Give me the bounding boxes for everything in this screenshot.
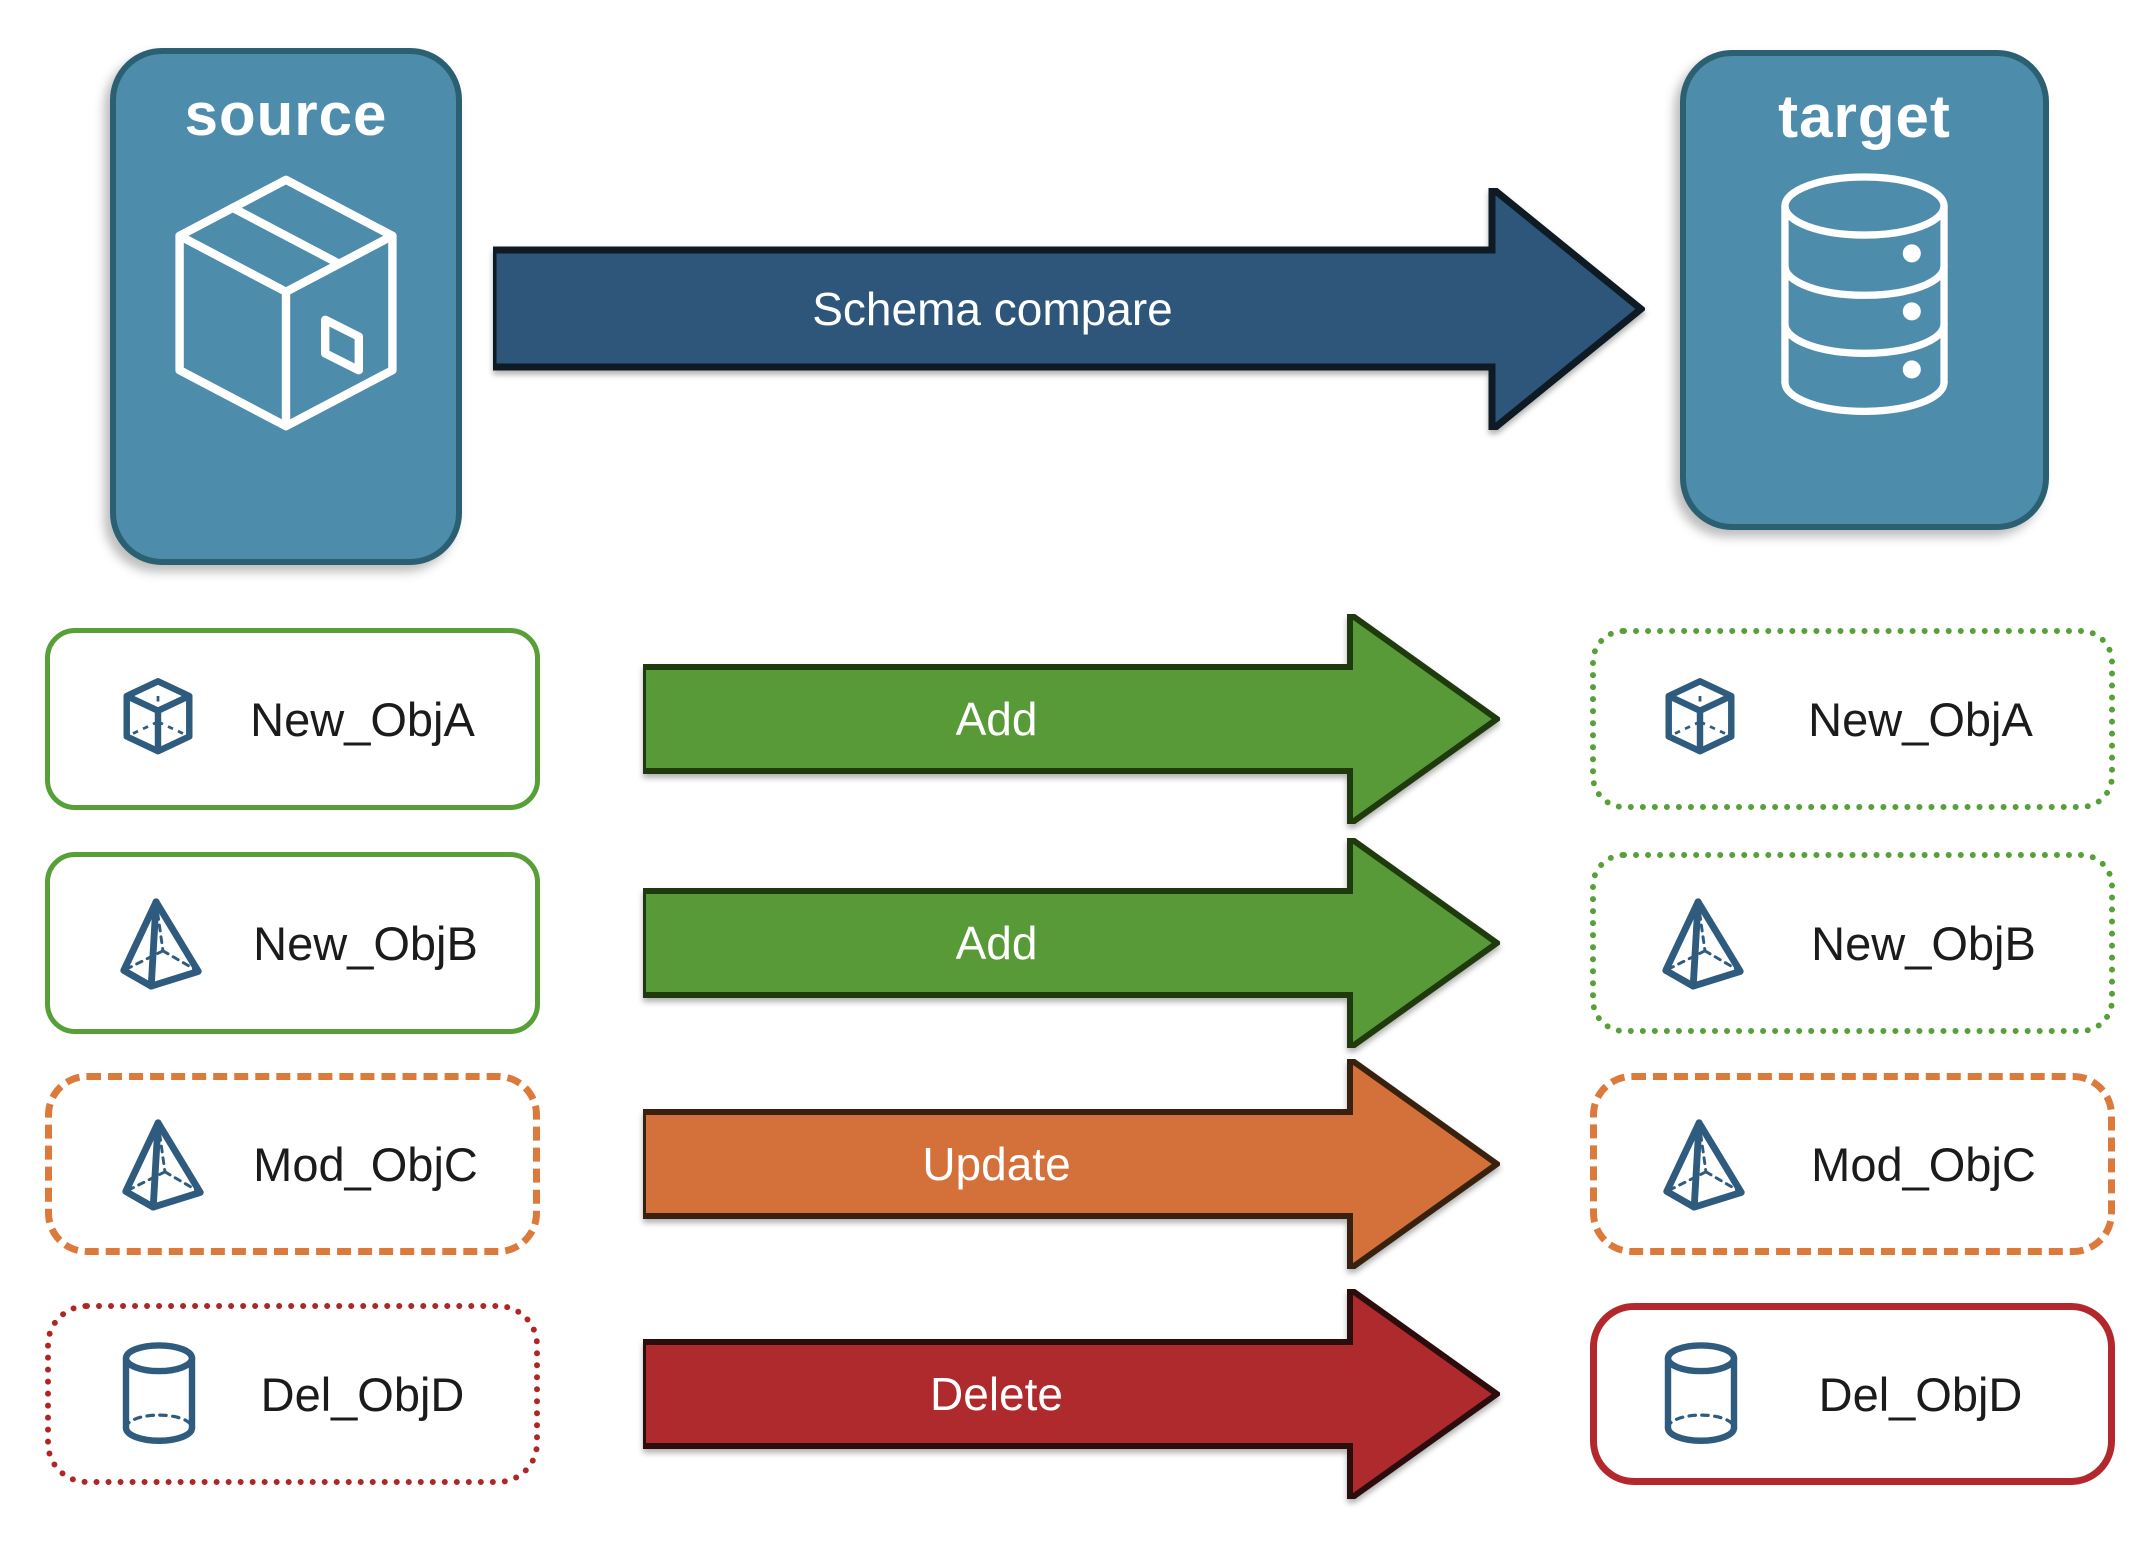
- delete-arrow-label: Delete: [930, 1368, 1063, 1420]
- right-arrow-shape: [643, 1289, 1500, 1499]
- right-arrow-shape: [493, 188, 1645, 430]
- right-arrow-shape: [643, 614, 1500, 824]
- source-node: source: [110, 48, 462, 565]
- target-object-mod-objc: Mod_ObjC: [1590, 1073, 2115, 1255]
- cube-icon: [112, 673, 204, 765]
- source-object-new-obja: New_ObjA: [45, 628, 540, 810]
- source-title: source: [184, 81, 388, 148]
- pyramid-icon: [1654, 894, 1752, 992]
- update-arrow-label: Update: [922, 1138, 1071, 1190]
- object-label: New_ObjA: [250, 692, 475, 746]
- add-arrow-label: Add: [955, 693, 1038, 745]
- package-icon: [146, 163, 426, 471]
- cube-icon: [1654, 673, 1746, 765]
- object-label: New_ObjB: [1811, 916, 2036, 970]
- add-arrow-row2: Add: [643, 838, 1500, 1048]
- object-label: Del_ObjD: [260, 1367, 465, 1421]
- cylinder-icon: [113, 1339, 205, 1449]
- target-object-new-obja: New_ObjA: [1590, 628, 2115, 810]
- object-label: New_ObjA: [1808, 692, 2033, 746]
- pyramid-icon: [112, 894, 210, 992]
- schema-compare-arrow: Schema compare: [493, 188, 1645, 430]
- target-object-del-objd: Del_ObjD: [1590, 1303, 2115, 1485]
- object-label: Mod_ObjC: [1811, 1137, 2036, 1191]
- pyramid-icon: [1655, 1115, 1753, 1213]
- pyramid-icon: [114, 1115, 212, 1213]
- object-label: Del_ObjD: [1818, 1367, 2023, 1421]
- source-object-new-objb: New_ObjB: [45, 852, 540, 1034]
- database-icon: [1757, 165, 1972, 432]
- object-label: New_ObjB: [253, 916, 478, 970]
- source-object-del-objd: Del_ObjD: [45, 1303, 540, 1485]
- add-arrow-row1: Add: [643, 614, 1500, 824]
- target-node: target: [1680, 50, 2049, 530]
- add-arrow-label: Add: [955, 917, 1038, 969]
- schema-compare-label: Schema compare: [812, 282, 1173, 335]
- update-arrow: Update: [643, 1059, 1500, 1269]
- object-label: Mod_ObjC: [253, 1137, 478, 1191]
- right-arrow-shape: [643, 838, 1500, 1048]
- source-object-mod-objc: Mod_ObjC: [45, 1073, 540, 1255]
- target-object-new-objb: New_ObjB: [1590, 852, 2115, 1034]
- right-arrow-shape: [643, 1059, 1500, 1269]
- target-title: target: [1778, 83, 1951, 150]
- delete-arrow: Delete: [643, 1289, 1500, 1499]
- cylinder-icon: [1655, 1339, 1747, 1449]
